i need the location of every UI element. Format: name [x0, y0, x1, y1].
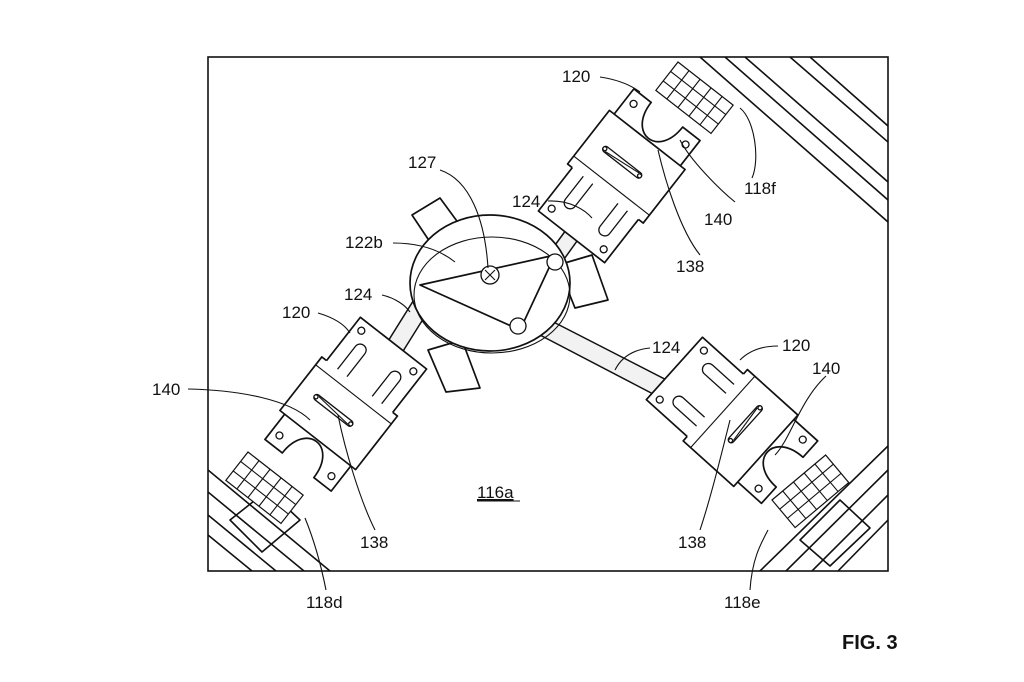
rail-118f	[700, 57, 888, 222]
label-127: 127	[408, 153, 436, 172]
label-124-left: 124	[344, 285, 372, 304]
label-116a: 116a	[477, 483, 514, 502]
label-138-right: 138	[678, 533, 706, 552]
label-120-top: 120	[562, 67, 590, 86]
label-118e: 118e	[724, 593, 761, 612]
label-138-left: 138	[360, 533, 388, 552]
label-118f: 118f	[744, 179, 776, 198]
label-124-right: 124	[652, 338, 680, 357]
figure-caption: FIG. 3	[842, 632, 898, 654]
grid-block-f	[656, 62, 733, 133]
grid-block-e	[772, 455, 849, 528]
label-140-left: 140	[152, 380, 180, 399]
label-124-top: 124	[512, 192, 540, 211]
label-120-right: 120	[782, 336, 810, 355]
label-140-right: 140	[812, 359, 840, 378]
label-120-left: 120	[282, 303, 310, 322]
label-138-top: 138	[676, 257, 704, 276]
label-140-top: 140	[704, 210, 732, 229]
label-122b: 122b	[345, 233, 383, 252]
label-118d: 118d	[306, 593, 343, 612]
